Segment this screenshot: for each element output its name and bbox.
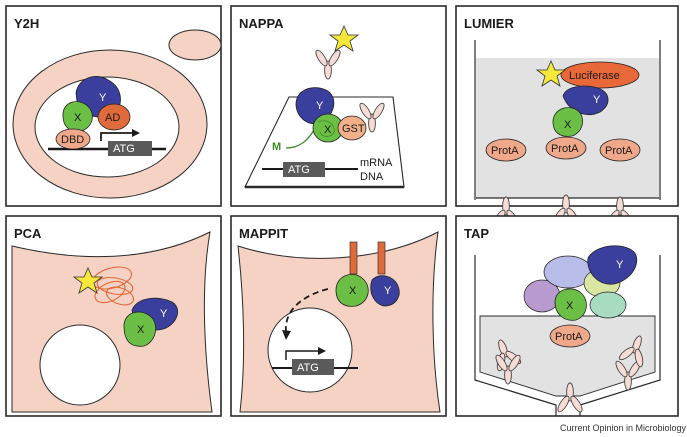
receptor — [377, 241, 386, 275]
x-label: X — [74, 112, 82, 124]
panel-nappa: NAPPA Y M X GST ATG mRNA DNA — [230, 5, 447, 207]
m-label: M — [272, 141, 281, 153]
panel-title: MAPPIT — [239, 226, 288, 241]
gst-tag — [337, 115, 367, 141]
prota-label: ProtA — [491, 145, 519, 157]
complex-member — [589, 291, 627, 319]
panel-title: NAPPA — [239, 16, 284, 31]
x-label: X — [564, 119, 572, 131]
x-label: X — [137, 324, 145, 336]
x-label: X — [566, 300, 574, 312]
protein-x — [335, 274, 369, 307]
x-label: X — [324, 124, 332, 136]
arrow-head — [282, 330, 291, 340]
prota-tag — [485, 138, 527, 162]
atg-label: ATG — [297, 362, 319, 374]
activation-domain — [97, 103, 131, 131]
nascent-chain — [285, 129, 315, 149]
arrow-head — [132, 129, 140, 137]
gene-box — [108, 141, 152, 156]
protein-x — [554, 288, 587, 321]
y-label: Y — [160, 308, 168, 320]
arrow-head — [318, 347, 326, 355]
panel-title: LUMIER — [464, 16, 514, 31]
prota-tag — [545, 136, 587, 160]
protein-y — [587, 245, 638, 285]
panel-title: Y2H — [14, 16, 39, 31]
luciferase-tag — [560, 61, 640, 89]
y-label: Y — [316, 100, 324, 112]
panel-lumier: LUMIER Luciferase Y X ProtA ProtA ProtA — [455, 5, 679, 228]
dna-binding-domain — [55, 128, 91, 150]
receptor — [349, 241, 358, 275]
panel-title: TAP — [464, 226, 489, 241]
panel-pca: PCA Y X — [5, 215, 222, 417]
dbd-label: DBD — [61, 134, 84, 146]
y-label: Y — [99, 92, 107, 104]
y-label: Y — [384, 285, 392, 297]
signal-arrow — [285, 288, 329, 333]
y-label: Y — [593, 94, 601, 106]
nucleus — [39, 324, 121, 406]
gene-box — [292, 359, 334, 375]
prota-tag — [599, 138, 641, 162]
atg-label: ATG — [288, 164, 310, 176]
mrna-label: mRNA — [360, 157, 393, 169]
yeast-bud — [168, 29, 222, 61]
transcription-arrow — [100, 132, 132, 141]
prota-label: ProtA — [551, 143, 579, 155]
protein-x — [552, 107, 583, 137]
prota-tag — [549, 324, 591, 348]
x-label: X — [349, 285, 357, 297]
panel-tap: TAP Y X ProtA — [455, 215, 679, 417]
panel-title: PCA — [14, 226, 42, 241]
protein-x — [123, 311, 157, 347]
panel-mappit: MAPPIT X Y ATG — [230, 215, 447, 417]
ad-label: AD — [105, 112, 120, 124]
dna-label: DNA — [360, 171, 384, 183]
panel-y2h: Y2H ATG Y AD X DBD — [5, 5, 222, 207]
affinity-resin — [479, 315, 656, 397]
luciferase-label: Luciferase — [569, 70, 620, 82]
protein-y — [370, 275, 400, 307]
prota-label: ProtA — [555, 331, 583, 343]
y-label: Y — [616, 259, 624, 271]
gene-box — [283, 162, 325, 177]
transcription-arrow — [285, 350, 320, 360]
prota-label: ProtA — [605, 145, 633, 157]
nucleus — [267, 307, 353, 393]
journal-credit: Current Opinion in Microbiology — [560, 423, 687, 433]
gst-label: GST — [342, 123, 365, 135]
reporter-fragments — [91, 266, 134, 306]
atg-label: ATG — [113, 143, 135, 155]
